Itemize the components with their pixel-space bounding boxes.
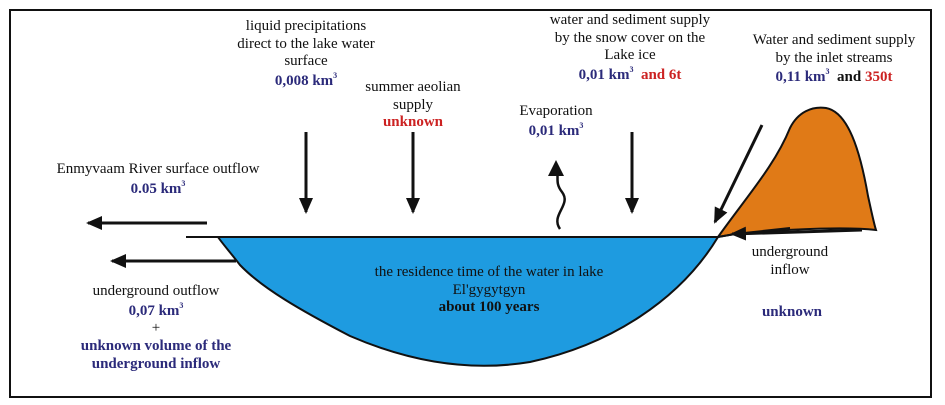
evaporation-text: Evaporation bbox=[519, 103, 593, 119]
river-text: Enmyvaam River surface outflow bbox=[56, 161, 260, 177]
underground-inflow-text-line-2: inflow bbox=[770, 261, 810, 278]
aeolian-text-line-2: supply bbox=[392, 96, 433, 113]
precip-text-line-2: direct to the lake water bbox=[237, 35, 375, 52]
precip-value: 0,008 km3 bbox=[274, 71, 338, 90]
precip-text-line-3: surface bbox=[284, 53, 328, 70]
streams-value: 0,11 km3 and 350t bbox=[775, 67, 893, 86]
residence-text-line-1: the residence time of the water in lake bbox=[374, 264, 604, 280]
streams-label: Water and sediment supply by the inlet s… bbox=[736, 32, 932, 87]
evaporation-arrow bbox=[554, 167, 566, 230]
residence-text-line-2: El'gygytgyn bbox=[452, 281, 526, 298]
river-value: 0.05 km3 bbox=[130, 178, 186, 197]
underground-outflow-plus: + bbox=[151, 320, 161, 337]
underground-inflow-arrow bbox=[730, 226, 863, 241]
evaporation-label: Evaporation 0,01 km3 bbox=[500, 103, 612, 140]
streams-text-line-2: by the inlet streams bbox=[775, 49, 893, 66]
lake-basin bbox=[216, 236, 720, 367]
snow-label: water and sediment supply by the snow co… bbox=[524, 12, 736, 85]
underground-inflow-label: underground inflow bbox=[734, 244, 846, 279]
underground-outflow-extra-line-2: underground inflow bbox=[91, 355, 221, 372]
underground-outflow-extra-line-1: unknown volume of the bbox=[80, 338, 232, 355]
stream-inflow-arrow bbox=[713, 124, 764, 224]
snow-value: 0,01 km3 and 6t bbox=[578, 65, 682, 84]
lake-surface-line bbox=[186, 227, 791, 238]
underground-outflow-label: underground outflow 0,07 km3 + unknown v… bbox=[50, 283, 262, 373]
precip-text-line-1: liquid precipitations bbox=[245, 18, 367, 34]
precip-label: liquid precipitations direct to the lake… bbox=[208, 18, 404, 91]
underground-outflow-text: underground outflow bbox=[92, 283, 220, 299]
snow-text-line-3: Lake ice bbox=[604, 47, 656, 64]
aeolian-value: unknown bbox=[382, 114, 444, 131]
underground-inflow-value: unknown bbox=[761, 304, 823, 320]
snow-text-line-1: water and sediment supply bbox=[549, 12, 711, 28]
aeolian-text-line-1: summer aeolian bbox=[365, 79, 461, 95]
underground-inflow-text-line-1: underground bbox=[751, 244, 829, 260]
evaporation-arrowhead bbox=[548, 160, 564, 176]
river-outflow-label: Enmyvaam River surface outflow 0.05 km3 bbox=[40, 161, 276, 198]
residence-label: the residence time of the water in lake … bbox=[348, 264, 630, 317]
underground-outflow-value: 0,07 km3 bbox=[128, 300, 184, 319]
catchment-hill bbox=[715, 106, 878, 239]
aeolian-label: summer aeolian supply unknown bbox=[350, 79, 476, 132]
evaporation-value: 0,01 km3 bbox=[528, 120, 584, 139]
snow-text-line-2: by the snow cover on the bbox=[554, 29, 706, 46]
streams-text-line-1: Water and sediment supply bbox=[752, 32, 916, 48]
residence-value: about 100 years bbox=[438, 299, 540, 316]
